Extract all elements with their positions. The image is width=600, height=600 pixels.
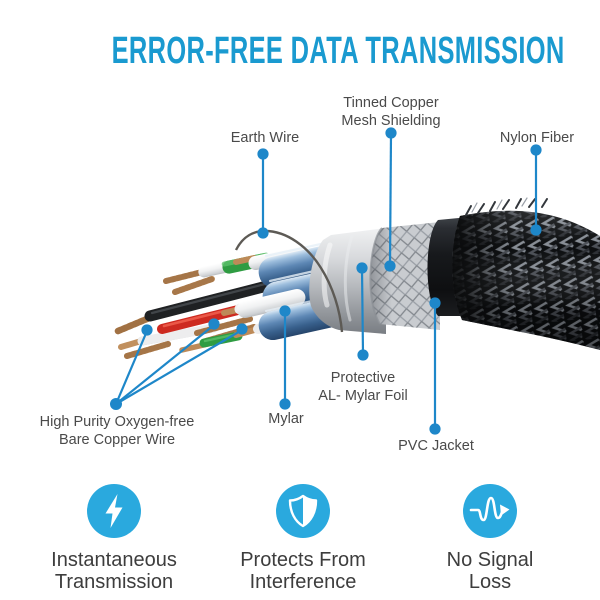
- feature-label: Instantaneous Transmission: [51, 549, 177, 593]
- lightning-bolt-icon: [87, 484, 141, 538]
- feature-label: Protects From Interference: [240, 549, 366, 593]
- feature-label: No Signal Loss: [446, 549, 534, 593]
- shield-icon: [276, 484, 330, 538]
- earth-wire: [234, 229, 344, 333]
- copper-leader-3: [115, 329, 243, 405]
- callout-dots: [110, 127, 542, 435]
- feature-instantaneous-transmission: Instantaneous Transmission: [22, 483, 206, 593]
- tinned-copper-leader: [388, 133, 393, 266]
- callout-pvc-jacket: PVC Jacket: [398, 438, 474, 454]
- callout-mylar: Mylar: [268, 411, 304, 427]
- copper-leader-1: [114, 330, 149, 405]
- signal-wave-icon: [463, 484, 517, 538]
- feature-no-signal-loss: No Signal Loss: [398, 483, 582, 593]
- callout-leader-lines: [114, 133, 538, 428]
- feature-protects-from-interference: Protects From Interference: [211, 483, 395, 593]
- mylar-wrapped-wire: [236, 289, 306, 318]
- callout-earth-wire: Earth Wire: [230, 130, 300, 146]
- braid-strand-tips: [465, 198, 548, 216]
- page-title: ERROR-FREE DATA TRANSMISSION: [111, 30, 565, 72]
- copper-leader-2: [115, 324, 215, 405]
- al-mylar-foil-leader: [360, 268, 365, 355]
- callout-nylon-fiber: Nylon Fiber: [499, 130, 575, 146]
- callout-al-mylar-foil: Protective AL- Mylar Foil: [318, 370, 408, 404]
- callout-bare-copper-wire: High Purity Oxygen-free Bare Copper Wire: [39, 414, 195, 448]
- copper-mesh-layer: [369, 222, 440, 330]
- nylon-braid-layer: [452, 197, 600, 350]
- callout-tinned-copper-mesh: Tinned Copper Mesh Shielding: [341, 95, 441, 129]
